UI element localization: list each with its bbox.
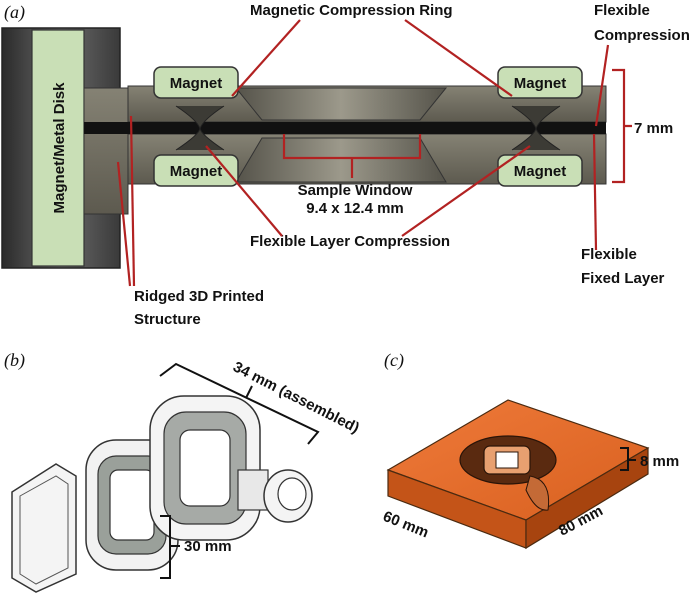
magnetic-compression-ring-label: Magnetic Compression Ring <box>250 2 453 19</box>
arrow-ridged-structure-1 <box>116 161 132 287</box>
disk-label: Magnet/Metal Disk <box>51 82 68 214</box>
sample-window-label-1: Sample Window <box>298 182 413 199</box>
sample-window-label-2: 9.4 x 12.4 mm <box>306 200 404 217</box>
magnet-top-right: Magnet <box>497 66 583 99</box>
flexible-compression-layer-label-1: Flexible <box>594 2 650 19</box>
assembled-dim-bracket <box>159 362 320 445</box>
back-plate <box>11 463 77 593</box>
panel-a-label: (a) <box>4 2 25 23</box>
panel-b-label: (b) <box>4 350 25 371</box>
arrow-ridged-structure-2 <box>129 115 136 287</box>
arrow-flexible-fixed-layer <box>592 133 598 251</box>
annotation-arrows <box>116 19 632 287</box>
arrow-layer-compression-left <box>205 145 283 237</box>
height-dim-bracket <box>620 447 636 471</box>
panel-a: (a) Magnet/Metal Disk Magnet <box>1 2 692 328</box>
arrow-layer-compression-right <box>401 145 531 237</box>
flexible-layer-compression-label: Flexible Layer Compression <box>250 233 450 250</box>
flexible-compression-layer-label-2: Compression Layer <box>594 27 692 44</box>
magnet-label: Magnet <box>514 163 567 180</box>
flexible-fixed-layer-label-1: Flexible <box>581 246 637 263</box>
arrow-flexible-compression-layer <box>594 44 610 127</box>
cylinder-magnet <box>263 469 313 523</box>
magnet-bottom-right: Magnet <box>497 154 583 187</box>
block-depth-label: 60 mm <box>381 508 431 542</box>
flexible-fixed-layer-label-2: Fixed Layer <box>581 270 665 287</box>
magnet-label: Magnet <box>514 75 567 92</box>
height-dimension-label: 7 mm <box>634 120 673 137</box>
orange-block <box>386 399 650 550</box>
magnet-bottom-left: Magnet <box>153 154 239 187</box>
width-dim-bracket <box>160 515 180 579</box>
block-height-label: 8 mm <box>640 453 679 470</box>
panel-c: (c) 8 mm 60 mm 80 mm <box>381 350 679 550</box>
width-dim-label: 30 mm <box>184 538 232 555</box>
arrow-compression-ring-left <box>231 19 301 97</box>
panel-c-label: (c) <box>384 350 404 371</box>
magnet-label: Magnet <box>170 163 223 180</box>
sample-window-bracket <box>282 134 422 178</box>
arrow-compression-ring-right <box>404 19 513 97</box>
ridged-structure-label-2: Structure <box>134 311 201 328</box>
ridged-structure-label-1: Ridged 3D Printed <box>134 288 264 305</box>
height-bracket <box>612 68 632 184</box>
magnet-label: Magnet <box>170 75 223 92</box>
panel-b: (b) 34 mm (assembled) 30 mm <box>4 350 362 593</box>
magnet-top-left: Magnet <box>153 66 239 99</box>
front-ring <box>149 395 269 541</box>
